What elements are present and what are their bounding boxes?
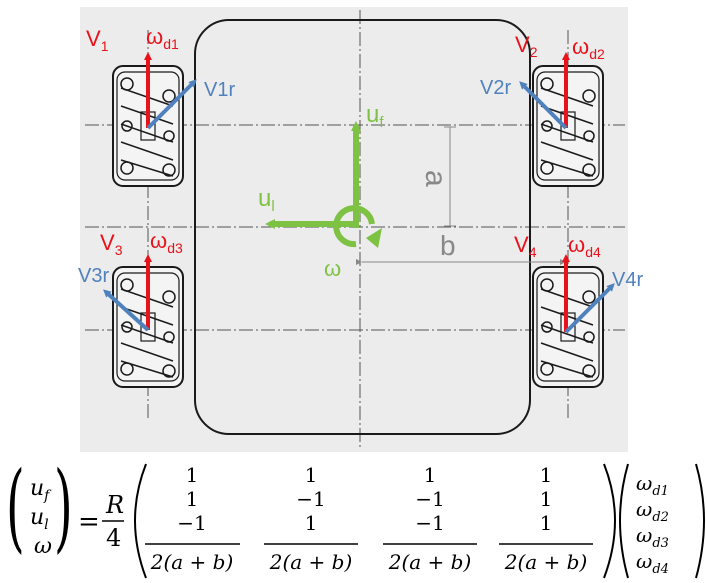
- m-r1-c3: 1: [424, 463, 437, 487]
- v2r-label: V2r: [480, 77, 511, 99]
- rhs-left-paren: [619, 463, 629, 579]
- dimension-a: a: [419, 126, 456, 227]
- v4r-label: V4r: [612, 269, 643, 291]
- omega-d4-label: ωd4: [568, 232, 601, 260]
- rhs-wd1: ωd1: [636, 471, 669, 499]
- lhs-omega: ω: [34, 534, 52, 559]
- m-r3-c3: −1: [415, 511, 444, 535]
- wheel3-vectors: V3 ωd3 V3r: [78, 228, 183, 332]
- dimension-b: b: [356, 230, 566, 265]
- kinematics-equation: ( uf ul ω ) = R 4 1 1 1 1 1 −1 −1 1 −1 1…: [6, 451, 705, 579]
- lhs-uf: uf: [30, 476, 52, 504]
- rhs-wd4: ωd4: [636, 549, 669, 577]
- v1-label: V1: [86, 26, 109, 54]
- v2-label: V2: [515, 32, 538, 60]
- m-r2-c3: −1: [415, 487, 444, 511]
- frac-denominator: 4: [106, 524, 121, 552]
- m-r4-c2: 2(a + b): [269, 550, 353, 574]
- lhs-ul: ul: [30, 505, 49, 533]
- dim-a-label: a: [419, 170, 452, 187]
- wheel2-vectors: V2 ωd2 V2r: [480, 32, 605, 130]
- m-r2-c4: 1: [540, 487, 553, 511]
- rotation-arrowhead: [366, 228, 382, 248]
- uf-label: uf: [366, 101, 384, 131]
- dim-b-label: b: [440, 230, 456, 261]
- wheel4-vectors: V4 ωd4 V4r: [514, 232, 643, 334]
- matrix-right-paren: [603, 463, 616, 579]
- v4-label: V4: [514, 232, 537, 260]
- omega-d1-label: ωd1: [146, 24, 179, 52]
- m-r1-c4: 1: [540, 463, 553, 487]
- m-r4-c4: 2(a + b): [504, 550, 588, 574]
- v1r-label: V1r: [204, 79, 235, 101]
- lhs-right-paren: ): [54, 451, 73, 562]
- m-r2-c2: −1: [296, 487, 325, 511]
- equals-sign: =: [78, 507, 100, 537]
- m-r4-c1: 2(a + b): [150, 550, 234, 574]
- m-r4-c3: 2(a + b): [388, 550, 472, 574]
- lhs-left-paren: (: [6, 451, 25, 562]
- rhs-wd3: ωd3: [636, 523, 669, 551]
- omega-d2-label: ωd2: [572, 34, 605, 62]
- wheel1-vectors: V1 ωd1 V1r: [86, 24, 235, 130]
- m-r3-c1: −1: [177, 511, 206, 535]
- m-r3-c4: 1: [540, 511, 553, 535]
- rhs-wd2: ωd2: [636, 497, 669, 525]
- body-velocity: uf ul ω: [258, 101, 384, 281]
- v3-label: V3: [100, 230, 123, 258]
- chassis-outline: [194, 19, 531, 435]
- m-r1-c1: 1: [186, 463, 199, 487]
- m-r1-c2: 1: [305, 463, 318, 487]
- v3r-label: V3r: [78, 265, 109, 287]
- ul-label: ul: [258, 185, 275, 215]
- m-r3-c2: 1: [305, 511, 318, 535]
- omega-d3-label: ωd3: [150, 228, 183, 256]
- rhs-right-paren: [695, 463, 705, 579]
- frac-numerator: R: [105, 491, 124, 519]
- rotation-arc: [333, 205, 375, 248]
- omega-label: ω: [324, 256, 341, 281]
- m-r2-c1: 1: [186, 487, 199, 511]
- matrix-left-paren: [134, 463, 147, 579]
